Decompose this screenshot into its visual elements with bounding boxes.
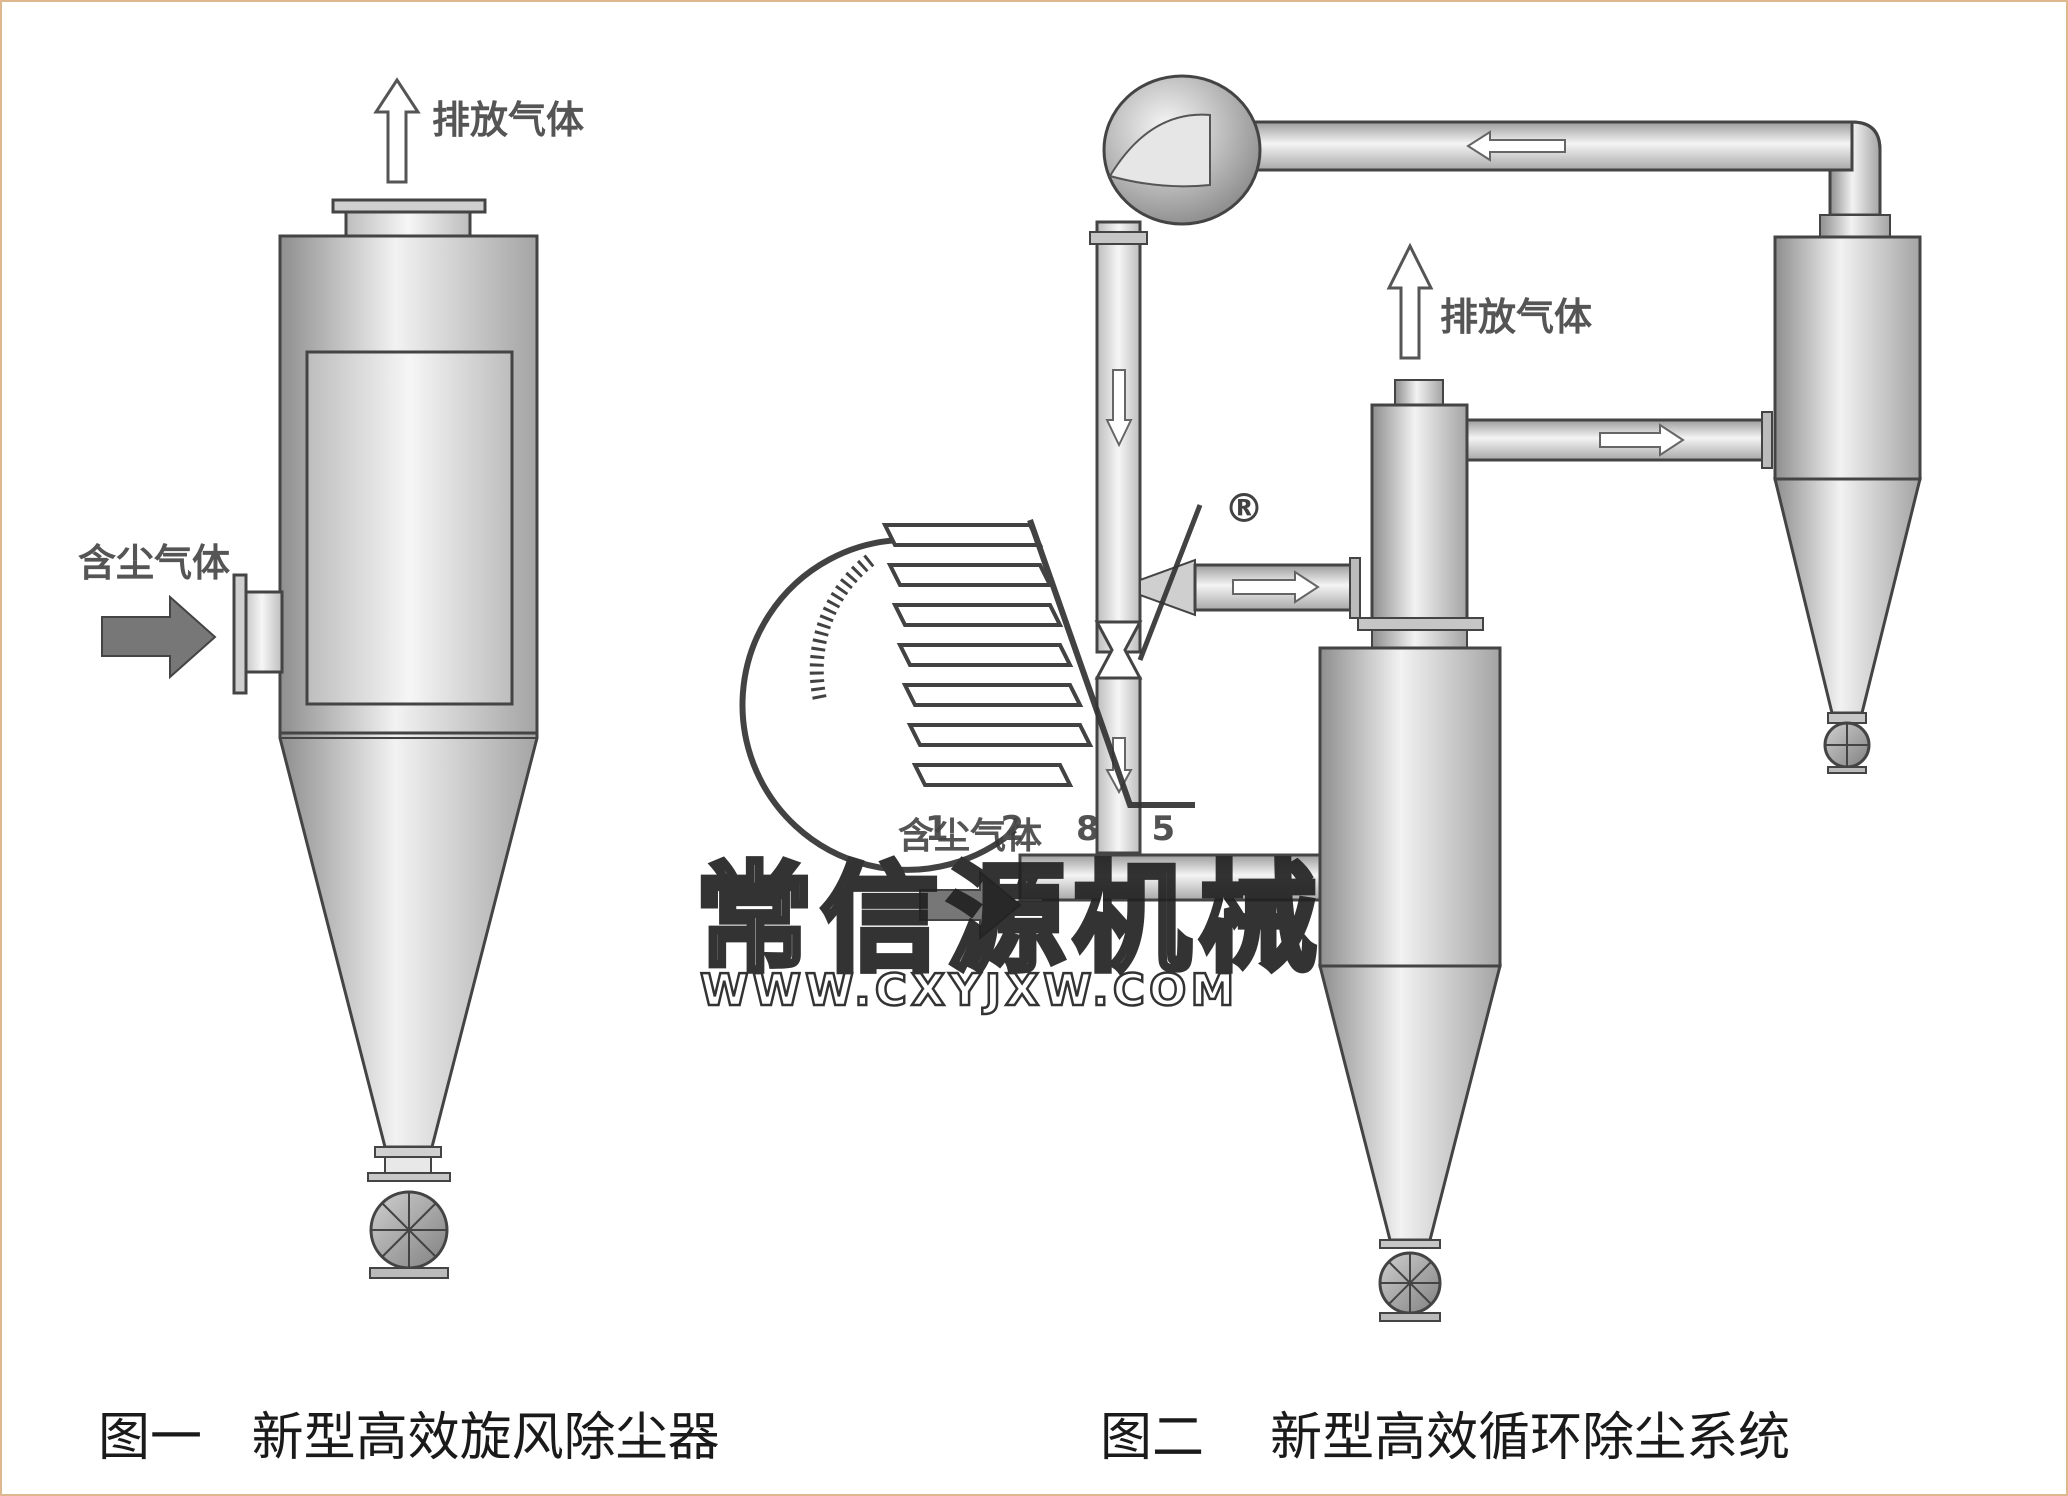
secondary-cyclone-cone (1773, 477, 1922, 715)
registered-mark: ® (1224, 486, 1264, 532)
secondary-cyclone-body (1773, 235, 1922, 481)
fig2-inlet-pipe (1018, 853, 1322, 902)
main-cyclone-body (1318, 646, 1502, 968)
outlet-arrow-icon (373, 77, 421, 184)
website-url: WWW.CXYJXW.COM (700, 965, 1238, 1016)
logo-stripes (881, 523, 1094, 787)
injection-arrow-icon (1232, 570, 1320, 604)
discharge-flange (374, 1146, 442, 1158)
rotary-valve-icon (369, 1190, 449, 1279)
logo-circle-arc (739, 537, 1017, 873)
main-cyclone-cone (1318, 964, 1502, 1242)
watermark-logo: ® 1 2 8 5 常信源机械 WWW.CXYJXW.COM (693, 486, 1325, 1017)
inlet-flange (232, 573, 248, 695)
fig2-outlet-arrow-icon (1386, 242, 1434, 360)
figure2-caption: 图二 新型高效循环除尘系统 (1100, 1408, 1790, 1468)
connecting-arrow-icon (1599, 423, 1685, 457)
cyclone-cone (278, 731, 539, 1149)
outlet-flange (331, 198, 487, 214)
fig1-outlet-label: 排放气体 (432, 98, 584, 142)
main-rotary-valve-icon (1378, 1251, 1442, 1322)
fig2-inlet-label: 含尘气体 (898, 816, 1042, 857)
pipe-arrow-down-icon (1105, 369, 1133, 448)
figure1-caption: 图一 新型高效旋风除尘器 (98, 1408, 720, 1468)
fig2-outlet-label: 排放气体 (1440, 295, 1592, 339)
inlet-pipe (240, 590, 284, 674)
fig2-inlet-arrow-icon (919, 869, 1022, 941)
secondary-rotary-valve-icon (1823, 712, 1871, 774)
logo-v-stroke (1027, 519, 1195, 808)
inlet-arrow-icon (101, 594, 217, 680)
logo-numbers: 1 2 8 5 (925, 809, 1195, 849)
figure1-cyclone: 排放气体 含尘气体 (78, 77, 584, 1279)
fig1-inlet-label: 含尘气体 (78, 541, 230, 585)
figure2-system: 排放气体 含尘气体 (898, 74, 1922, 1322)
duct-arrow-left-icon (1466, 130, 1566, 162)
cyclone-panel (305, 350, 514, 706)
company-name: 常信源机械 (695, 850, 1325, 988)
main-upper-tube (1370, 403, 1469, 622)
